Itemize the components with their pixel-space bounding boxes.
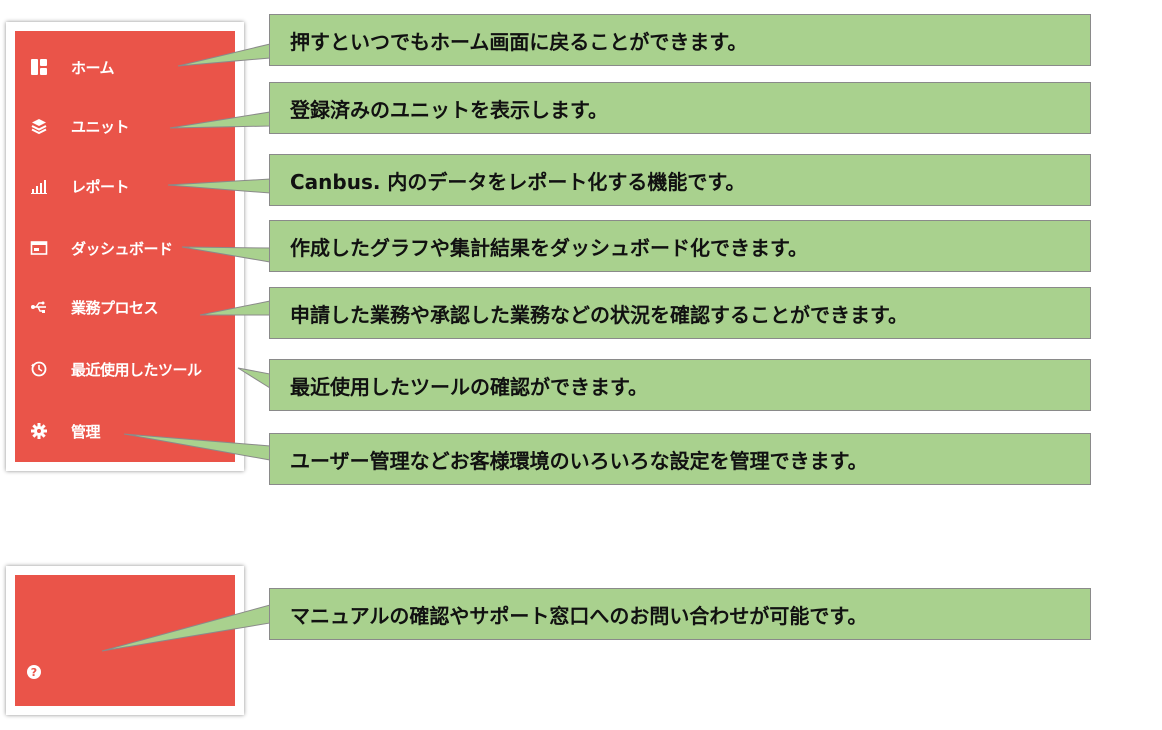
callout-pointer bbox=[177, 43, 271, 67]
sidebar-item-label: 管理 bbox=[71, 422, 101, 441]
sidebar-background bbox=[15, 31, 235, 462]
callout-help: マニュアルの確認やサポート窓口へのお問い合わせが可能です。 bbox=[269, 588, 1091, 640]
callout-pointer bbox=[199, 300, 271, 316]
callout-text: 申請した業務や承認した業務などの状況を確認することができます。 bbox=[290, 302, 908, 327]
callout-text: Canbus. 内のデータをレポート化する機能です。 bbox=[290, 169, 746, 194]
sidebar-item-reports[interactable]: レポート bbox=[9, 171, 229, 201]
callout-pointer bbox=[123, 433, 271, 461]
callout-pointer bbox=[237, 367, 271, 389]
callout-text: 最近使用したツールの確認ができます。 bbox=[290, 374, 648, 399]
history-icon bbox=[29, 359, 49, 379]
layers-icon bbox=[29, 116, 49, 136]
bar-chart-icon bbox=[29, 176, 49, 196]
sidebar-item-label: ユニット bbox=[71, 117, 130, 136]
sidebar-item-admin[interactable]: 管理 bbox=[9, 416, 229, 446]
sidebar-item-business-process[interactable]: 業務プロセス bbox=[9, 292, 229, 322]
help-icon[interactable]: ? bbox=[27, 665, 41, 679]
callout-dashboard: 作成したグラフや集計結果をダッシュボード化できます。 bbox=[269, 220, 1091, 272]
callout-pointer bbox=[167, 178, 271, 194]
window-icon bbox=[29, 238, 49, 258]
callout-text: 押すといつでもホーム画面に戻ることができます。 bbox=[290, 29, 748, 54]
callout-pointer bbox=[169, 111, 271, 129]
callout-units: 登録済みのユニットを表示します。 bbox=[269, 82, 1091, 134]
sidebar-item-home[interactable]: ホーム bbox=[9, 52, 229, 82]
sidebar-item-label: ダッシュボード bbox=[71, 239, 173, 258]
callout-admin: ユーザー管理などお客様環境のいろいろな設定を管理できます。 bbox=[269, 433, 1091, 485]
sidebar-item-label: 業務プロセス bbox=[71, 298, 159, 317]
sidebar-panel bbox=[6, 22, 244, 471]
sidebar-item-label: ホーム bbox=[71, 58, 115, 77]
callout-recent-tools: 最近使用したツールの確認ができます。 bbox=[269, 359, 1091, 411]
sidebar-item-label: レポート bbox=[71, 177, 130, 196]
callout-home: 押すといつでもホーム画面に戻ることができます。 bbox=[269, 14, 1091, 66]
help-panel-background bbox=[15, 575, 235, 706]
callout-text: マニュアルの確認やサポート窓口へのお問い合わせが可能です。 bbox=[290, 603, 868, 628]
callout-pointer bbox=[101, 604, 271, 652]
sidebar-item-dashboard[interactable]: ダッシュボード bbox=[9, 233, 229, 263]
dashboard-icon bbox=[29, 57, 49, 77]
callout-text: ユーザー管理などお客様環境のいろいろな設定を管理できます。 bbox=[290, 448, 868, 473]
callout-business-process: 申請した業務や承認した業務などの状況を確認することができます。 bbox=[269, 287, 1091, 339]
callout-text: 登録済みのユニットを表示します。 bbox=[290, 97, 608, 122]
usb-icon bbox=[29, 297, 49, 317]
help-panel: ? bbox=[6, 566, 244, 715]
sidebar-item-label: 最近使用したツール bbox=[71, 360, 202, 379]
sidebar-item-recent-tools[interactable]: 最近使用したツール bbox=[9, 354, 229, 384]
callout-text: 作成したグラフや集計結果をダッシュボード化できます。 bbox=[290, 235, 808, 260]
callout-pointer bbox=[181, 246, 271, 263]
gear-icon bbox=[29, 421, 49, 441]
callout-reports: Canbus. 内のデータをレポート化する機能です。 bbox=[269, 154, 1091, 206]
sidebar-item-units[interactable]: ユニット bbox=[9, 111, 229, 141]
